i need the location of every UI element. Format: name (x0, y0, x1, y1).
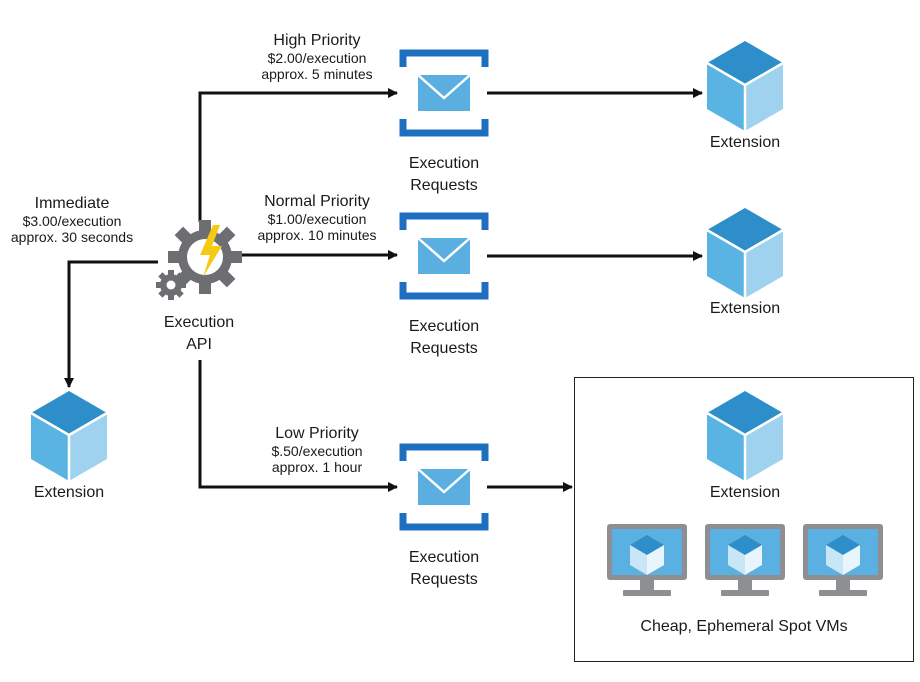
normal-extension-cube-icon (705, 206, 785, 300)
normal-price: $1.00/execution (267, 211, 367, 228)
normal-extension-label: Extension (709, 300, 781, 317)
spot-vm-monitor-icon (803, 524, 883, 596)
low-queue-icon (403, 447, 485, 527)
high-extension-cube-icon (705, 39, 785, 133)
low-priority-label: Low Priority $.50/execution approx. 1 ho… (245, 425, 389, 476)
high-queue-line2: Requests (410, 176, 478, 194)
high-queue-label: Execution Requests (384, 153, 504, 196)
connector-api-to-high-queue (198, 88, 398, 222)
low-title: Low Priority (275, 425, 359, 442)
high-price: $2.00/execution (267, 50, 367, 67)
connectors (64, 88, 703, 492)
spot-vms-caption: Cheap, Ephemeral Spot VMs (640, 618, 848, 635)
high-time: approx. 5 minutes (261, 66, 373, 83)
api-label-line1: Execution (163, 314, 235, 331)
immediate-label: Immediate $3.00/execution approx. 30 sec… (4, 195, 140, 246)
low-queue-line1: Execution (408, 549, 480, 566)
lightning-bolt-icon (200, 225, 222, 277)
spot-vm-monitor-icon (705, 524, 785, 596)
connector-api-to-low-queue (198, 360, 398, 492)
normal-queue-line1: Execution (408, 318, 480, 335)
normal-title: Normal Priority (264, 193, 370, 210)
api-label-line2: API (186, 335, 212, 353)
execution-api-label: Execution API (139, 312, 259, 355)
high-extension-label: Extension (709, 134, 781, 151)
spot-extension-cube-icon (705, 389, 785, 483)
normal-queue-icon (403, 216, 485, 296)
spot-vm-monitor-icon (607, 524, 687, 596)
spot-extension-label: Extension (709, 484, 781, 501)
normal-queue-line2: Requests (410, 339, 478, 357)
immediate-extension-cube-icon (29, 389, 109, 483)
immediate-time: approx. 30 seconds (10, 229, 134, 246)
low-queue-line2: Requests (410, 570, 478, 588)
low-queue-label: Execution Requests (384, 547, 504, 590)
normal-queue-label: Execution Requests (384, 316, 504, 359)
low-price: $.50/execution (271, 443, 363, 460)
normal-time: approx. 10 minutes (257, 227, 377, 244)
immediate-price: $3.00/execution (22, 213, 122, 230)
normal-priority-label: Normal Priority $1.00/execution approx. … (245, 193, 389, 244)
immediate-title: Immediate (34, 195, 110, 212)
gear-bolt-icon (156, 220, 242, 300)
high-queue-line1: Execution (408, 155, 480, 172)
connector-api-to-immediate-extension (64, 260, 158, 388)
high-priority-label: High Priority $2.00/execution approx. 5 … (245, 32, 389, 83)
high-title: High Priority (273, 32, 361, 49)
immediate-extension-label: Extension (33, 484, 105, 501)
spot-vm-group-frame (574, 377, 914, 662)
low-time: approx. 1 hour (271, 459, 363, 476)
high-queue-icon (403, 53, 485, 133)
